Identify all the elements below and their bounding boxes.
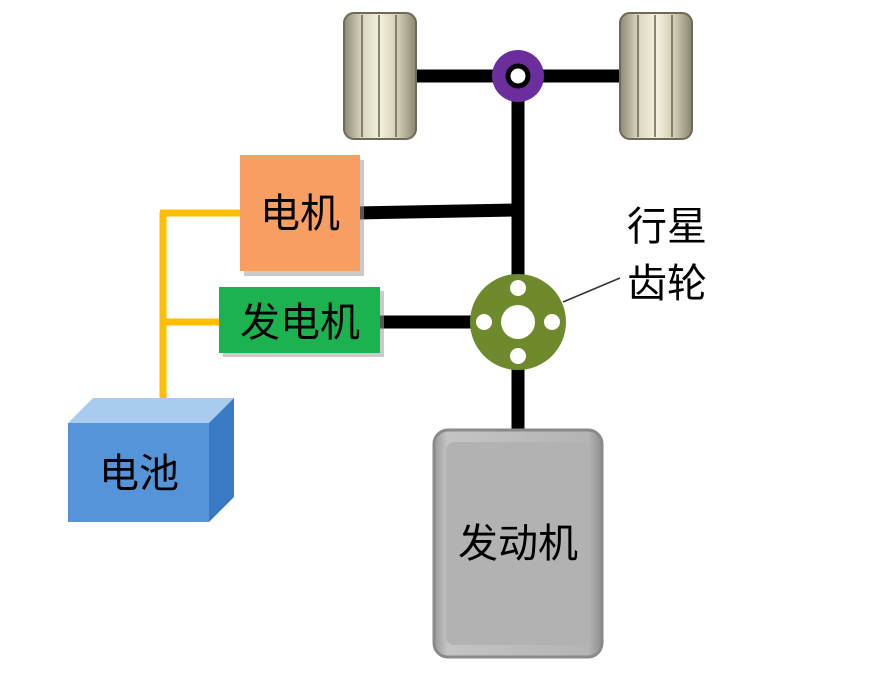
wheel-left [343, 12, 417, 140]
motor-shaft [354, 203, 519, 220]
planetary-gear-center-hole [501, 305, 535, 339]
generator-label: 发电机 [240, 300, 360, 346]
engine-inner-panel [446, 442, 590, 645]
callout-leader-line [562, 277, 621, 303]
wheel-left-tire [343, 12, 417, 140]
battery-side-face [209, 398, 234, 522]
planetary-gear-label-line2: 齿轮 [627, 261, 707, 307]
engine-label: 发动机 [458, 521, 578, 567]
planetary-gear-hole [510, 348, 526, 364]
battery-front-face [68, 423, 209, 522]
planetary-gear-hole [510, 280, 526, 296]
motor-block: 电机 [240, 155, 364, 276]
differential [492, 50, 544, 102]
battery-block: 电池 [68, 398, 234, 522]
planetary-gear-label-line1: 行星 [627, 204, 707, 250]
planetary-gear-hole [544, 314, 560, 330]
battery-top-face [68, 398, 234, 423]
electric-wiring [159, 209, 242, 398]
generator-block: 发电机 [219, 287, 384, 357]
planetary-gear [470, 274, 566, 370]
battery-label: 电池 [99, 451, 179, 497]
generator-box [219, 287, 380, 353]
mechanical-shafts [354, 69, 628, 432]
planetary-gear-callout: 行星 齿轮 [562, 204, 707, 307]
planetary-gear-hole [476, 314, 492, 330]
wheel-right [619, 12, 693, 140]
wheel-right-tire [619, 12, 693, 140]
differential-hole [505, 63, 531, 89]
motor-box [240, 155, 360, 271]
motor-label: 电机 [260, 191, 340, 237]
engine-block: 发动机 [432, 428, 604, 659]
